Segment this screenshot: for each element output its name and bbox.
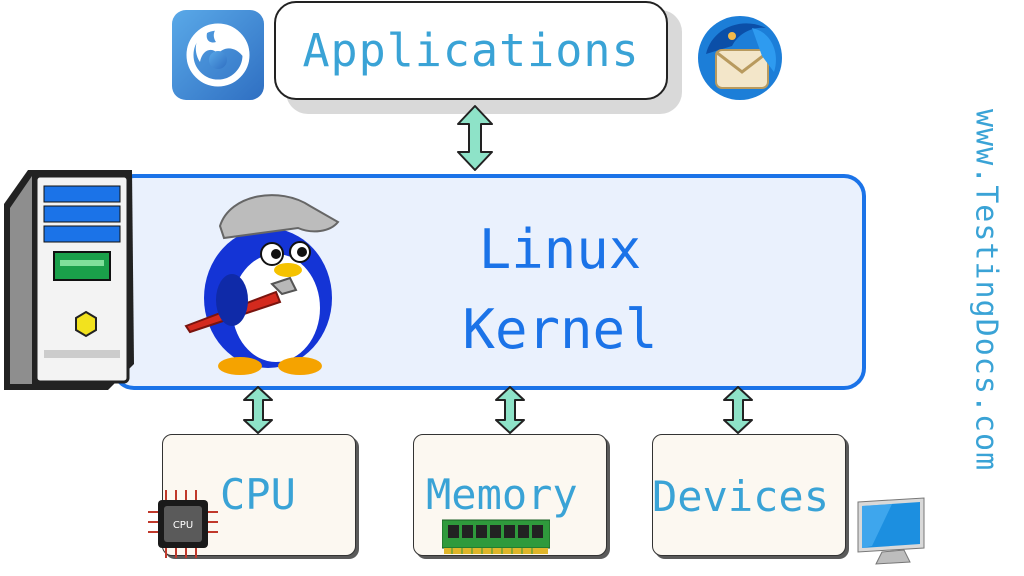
devices-label: Devices bbox=[652, 472, 830, 521]
kernel-title: Linux Kernel bbox=[430, 210, 690, 370]
watermark-url: www.TestingDocs.com bbox=[964, 80, 1008, 500]
thunderbird-icon bbox=[692, 8, 788, 104]
kernel-title-line1: Linux bbox=[478, 218, 642, 281]
watermark-url-text: www.TestingDocs.com bbox=[968, 108, 1004, 472]
firefox-icon bbox=[172, 10, 264, 100]
kernel-title-line2: Kernel bbox=[462, 298, 658, 361]
applications-label: Applications bbox=[302, 24, 640, 77]
server-tower-icon bbox=[0, 164, 138, 394]
arrow-kernel-memory bbox=[494, 386, 526, 434]
applications-box: Applications bbox=[274, 1, 668, 100]
monitor-icon bbox=[852, 496, 930, 566]
ram-module-icon bbox=[441, 518, 551, 556]
arrow-applications-kernel bbox=[456, 104, 494, 172]
arrow-kernel-devices bbox=[722, 386, 754, 434]
cpu-chip-icon: CPU bbox=[146, 488, 222, 560]
arrow-kernel-cpu bbox=[242, 386, 274, 434]
chip-label: CPU bbox=[173, 520, 193, 531]
devices-box bbox=[652, 434, 846, 556]
memory-label: Memory bbox=[426, 470, 578, 519]
cpu-label: CPU bbox=[220, 470, 296, 519]
tux-penguin-icon bbox=[180, 180, 350, 376]
